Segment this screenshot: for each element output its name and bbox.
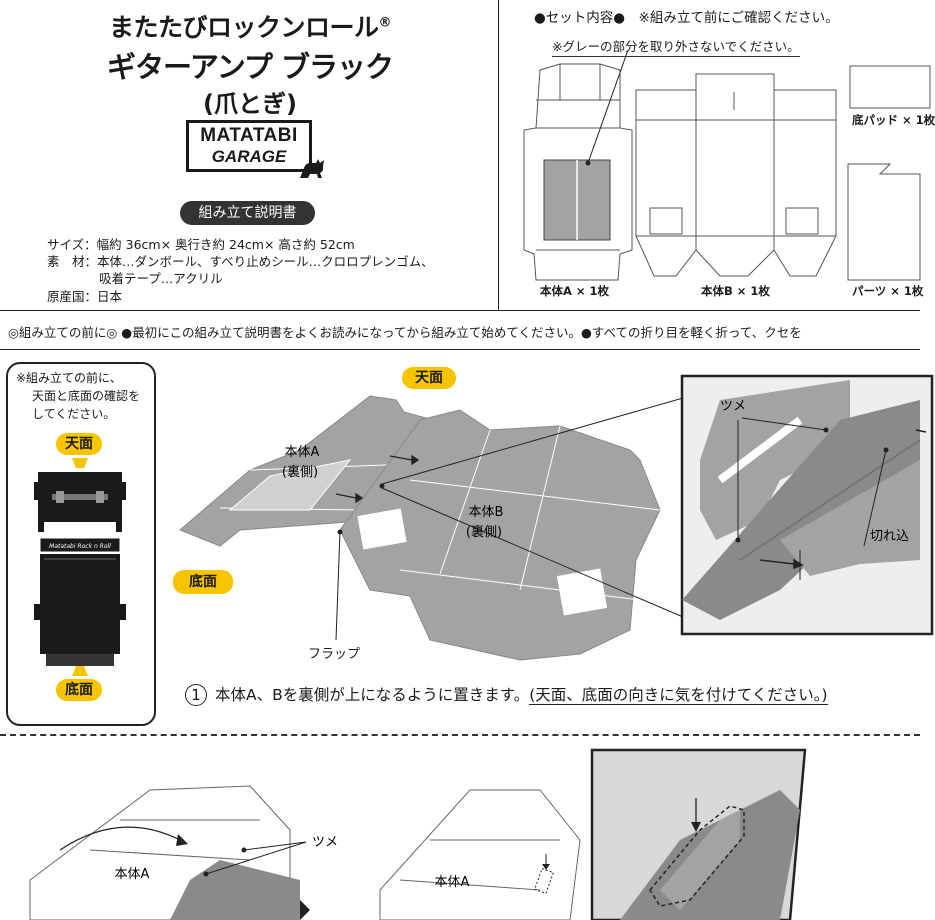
cat-icon [300, 159, 324, 178]
diagram-bottom-tag: 底面 [173, 570, 233, 594]
matatabi-garage-logo: MATATABI GARAGE [186, 120, 328, 184]
body-b-sublabel: (裏側) [466, 525, 502, 540]
set-item-parts: パーツ × 1枚 [852, 284, 924, 298]
set-contents-heading: ●セット内容● ※組み立て前にご確認ください。 [534, 10, 839, 26]
product-title-line2: ギターアンプ ブラック [107, 50, 394, 84]
body-a-sublabel: (裏側) [282, 465, 318, 480]
product-title-line1: またたびロックンロール® [108, 13, 391, 42]
step-number: 1 [185, 684, 207, 706]
spec-size: サイズ：幅約 36cm× 奥行き約 24cm× 高さ約 52cm [47, 237, 355, 252]
amp-badge: Matatabi Rock n Roll [49, 543, 111, 550]
parts-outline [847, 163, 921, 281]
step2-tsume-label: ツメ [312, 835, 338, 850]
orientation-note-3: してください。 [32, 407, 116, 421]
amp-illustration: Matatabi Rock n Roll [34, 458, 126, 676]
section-divider-1 [0, 310, 920, 311]
step2-body-a-left: 本体A [115, 867, 150, 882]
orientation-note-2: 天面と底面の確認を [32, 389, 141, 403]
flap-label: フラップ [308, 647, 361, 662]
section-dashed-divider [0, 734, 920, 736]
zoom-kirikomi-label: 切れ込 [870, 529, 909, 544]
pre-assembly-note: ◎組み立ての前に◎ ●最初にこの組み立て説明書をよくお読みになってから組み立て始… [8, 325, 802, 340]
bottom-pad-outline [849, 65, 931, 109]
header-divider [498, 0, 499, 310]
section-divider-2 [0, 349, 920, 350]
set-contents-diagram [523, 49, 931, 281]
manual-label: 組み立て説明書 [180, 201, 315, 225]
product-title-line3: (爪とぎ) [203, 90, 297, 118]
spec-origin: 原産国：日本 [47, 289, 123, 304]
step2-body-a-right: 本体A [435, 875, 470, 890]
spec-material: 素 材：本体…ダンボール、すべり止めシール…クロロプレンゴム、 [47, 254, 434, 269]
diagram-top-tag: 天面 [402, 367, 456, 389]
body-b-outline [635, 73, 837, 277]
set-item-bottom-pad: 底パッド × 1枚 [852, 113, 935, 127]
step1-diagram: 本体B (裏側) 本体A (裏側) ツメ 切れ込 [179, 374, 934, 661]
orientation-check-box [6, 362, 156, 726]
body-b-label: 本体B [469, 505, 504, 520]
gray-part-note: ※グレーの部分を取り外さないでください。 [552, 36, 800, 57]
body-a-label: 本体A [285, 445, 320, 460]
sidebox-bottom-tag: 底面 [56, 679, 102, 701]
sidebox-top-tag: 天面 [56, 433, 102, 455]
step2-diagram: 本体A 本体A ツメ [29, 748, 807, 920]
set-item-body-b: 本体B × 1枚 [701, 284, 770, 298]
set-item-body-a: 本体A × 1枚 [540, 284, 610, 298]
spec-material-cont: 吸着テープ…アクリル [99, 271, 223, 286]
orientation-note-1: ※組み立ての前に、 [16, 371, 122, 385]
zoom-tsume-label: ツメ [720, 399, 746, 414]
